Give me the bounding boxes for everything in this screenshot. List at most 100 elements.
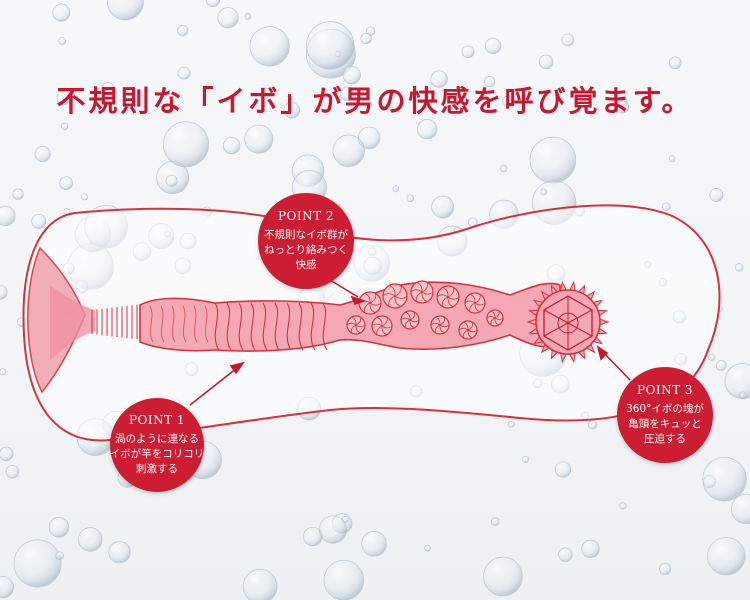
canal-detail: [149, 302, 328, 351]
canal-ribs: [91, 304, 138, 340]
swirl-nub: [400, 310, 420, 330]
bubble: [668, 155, 676, 163]
bubble: [507, 420, 515, 428]
point-3-line-1: 360°イボの塊が: [626, 403, 704, 415]
bubble: [406, 194, 415, 202]
bubble: [484, 37, 502, 55]
swirl-nub: [464, 292, 486, 314]
bubble: [502, 95, 514, 107]
bubble: [668, 56, 682, 70]
bubble: [323, 559, 365, 600]
canal-ring: [160, 305, 165, 343]
bubble: [59, 176, 74, 191]
bubble: [306, 21, 355, 70]
bubble: [0, 205, 16, 227]
bubble: [81, 193, 88, 201]
bubble: [581, 539, 600, 559]
bubble: [739, 391, 747, 400]
canal-ring: [238, 302, 244, 351]
bubble: [244, 124, 274, 154]
bubble: [731, 493, 750, 525]
bubble: [106, 0, 144, 21]
bubble: [416, 119, 438, 140]
bubble: [522, 456, 530, 463]
bubble: [60, 122, 69, 130]
bubble: [540, 188, 548, 196]
canal-ring: [182, 305, 187, 343]
bubble: [661, 202, 671, 212]
canal-ring: [193, 305, 198, 343]
bubble: [702, 457, 747, 502]
point-3-callout: POINT 3 360°イボの塊が 亀頭をキュッと 圧迫する: [617, 367, 713, 463]
bubble: [0, 446, 14, 461]
bubble: [430, 70, 448, 88]
bubble: [332, 134, 365, 167]
point-2-callout: POINT 2 不規則なイボ群が ねっとり絡みつく 快感: [258, 193, 354, 289]
canal-ring: [322, 302, 328, 351]
bubble: [431, 195, 455, 219]
swirl-nubs: [346, 280, 504, 340]
point-3-line-3: 圧迫する: [644, 433, 686, 445]
bubble: [177, 66, 191, 80]
bubble: [360, 32, 372, 45]
bubble: [619, 502, 627, 510]
bubble: [616, 100, 630, 114]
bubble: [538, 54, 554, 70]
canal-ring: [262, 302, 268, 351]
bubble: [48, 517, 70, 538]
spiked-nub-cluster: [526, 280, 610, 364]
bubble: [342, 65, 361, 85]
bubble: [659, 562, 672, 575]
bubble: [223, 136, 241, 155]
canal-ring: [250, 302, 256, 351]
bubble: [242, 569, 278, 600]
bubble: [500, 164, 508, 173]
entrance-funnel: [50, 285, 95, 360]
bubble: [461, 45, 475, 59]
headline: 不規則な「イボ」が男の快感を呼び覚ます。: [56, 84, 694, 118]
canal-ring: [214, 302, 220, 351]
canal-ring: [274, 302, 280, 351]
swirl-nub: [358, 291, 382, 315]
canal-ring: [298, 302, 304, 351]
swirl-nub: [486, 309, 504, 327]
bubble: [0, 575, 14, 599]
point-1-callout: POINT 1 渦のように連なる イボが竿をコリコリ 刺激する: [110, 398, 204, 492]
swirl-nub: [436, 285, 460, 309]
canal-ring: [226, 302, 232, 351]
bubble: [165, 174, 178, 187]
canal-ring: [286, 302, 292, 351]
point-2-line-1: 不規則なイボ群が: [264, 229, 348, 241]
bubble: [529, 136, 577, 184]
bubble: [77, 527, 103, 552]
bubble: [303, 526, 323, 547]
bubble: [249, 26, 290, 67]
bubble: [554, 461, 572, 478]
point-2-title: POINT 2: [277, 209, 335, 223]
bubble: [108, 541, 131, 564]
bubble: [163, 121, 209, 168]
swirl-nub: [430, 315, 450, 335]
bubble: [101, 81, 115, 95]
point-1-title: POINT 1: [128, 413, 186, 427]
swirl-nub: [346, 315, 366, 335]
bubble: [483, 556, 523, 597]
bubble: [34, 146, 51, 163]
bubble: [339, 86, 355, 102]
bubble: [5, 464, 20, 479]
bubble: [244, 13, 252, 20]
bubble: [56, 90, 72, 106]
bubble: [715, 360, 727, 371]
point-1-line-1: 渦のように連なる: [115, 433, 199, 445]
canal-ring: [204, 305, 209, 343]
bubble: [55, 551, 64, 560]
canal-ring: [149, 305, 154, 343]
bubble: [558, 547, 573, 562]
swirl-nub: [458, 320, 478, 340]
point-2-line-3: 快感: [295, 259, 317, 271]
callout-arrows: [189, 279, 631, 406]
canal-ring: [171, 305, 176, 343]
bubble: [52, 3, 71, 22]
bubble: [12, 188, 24, 200]
